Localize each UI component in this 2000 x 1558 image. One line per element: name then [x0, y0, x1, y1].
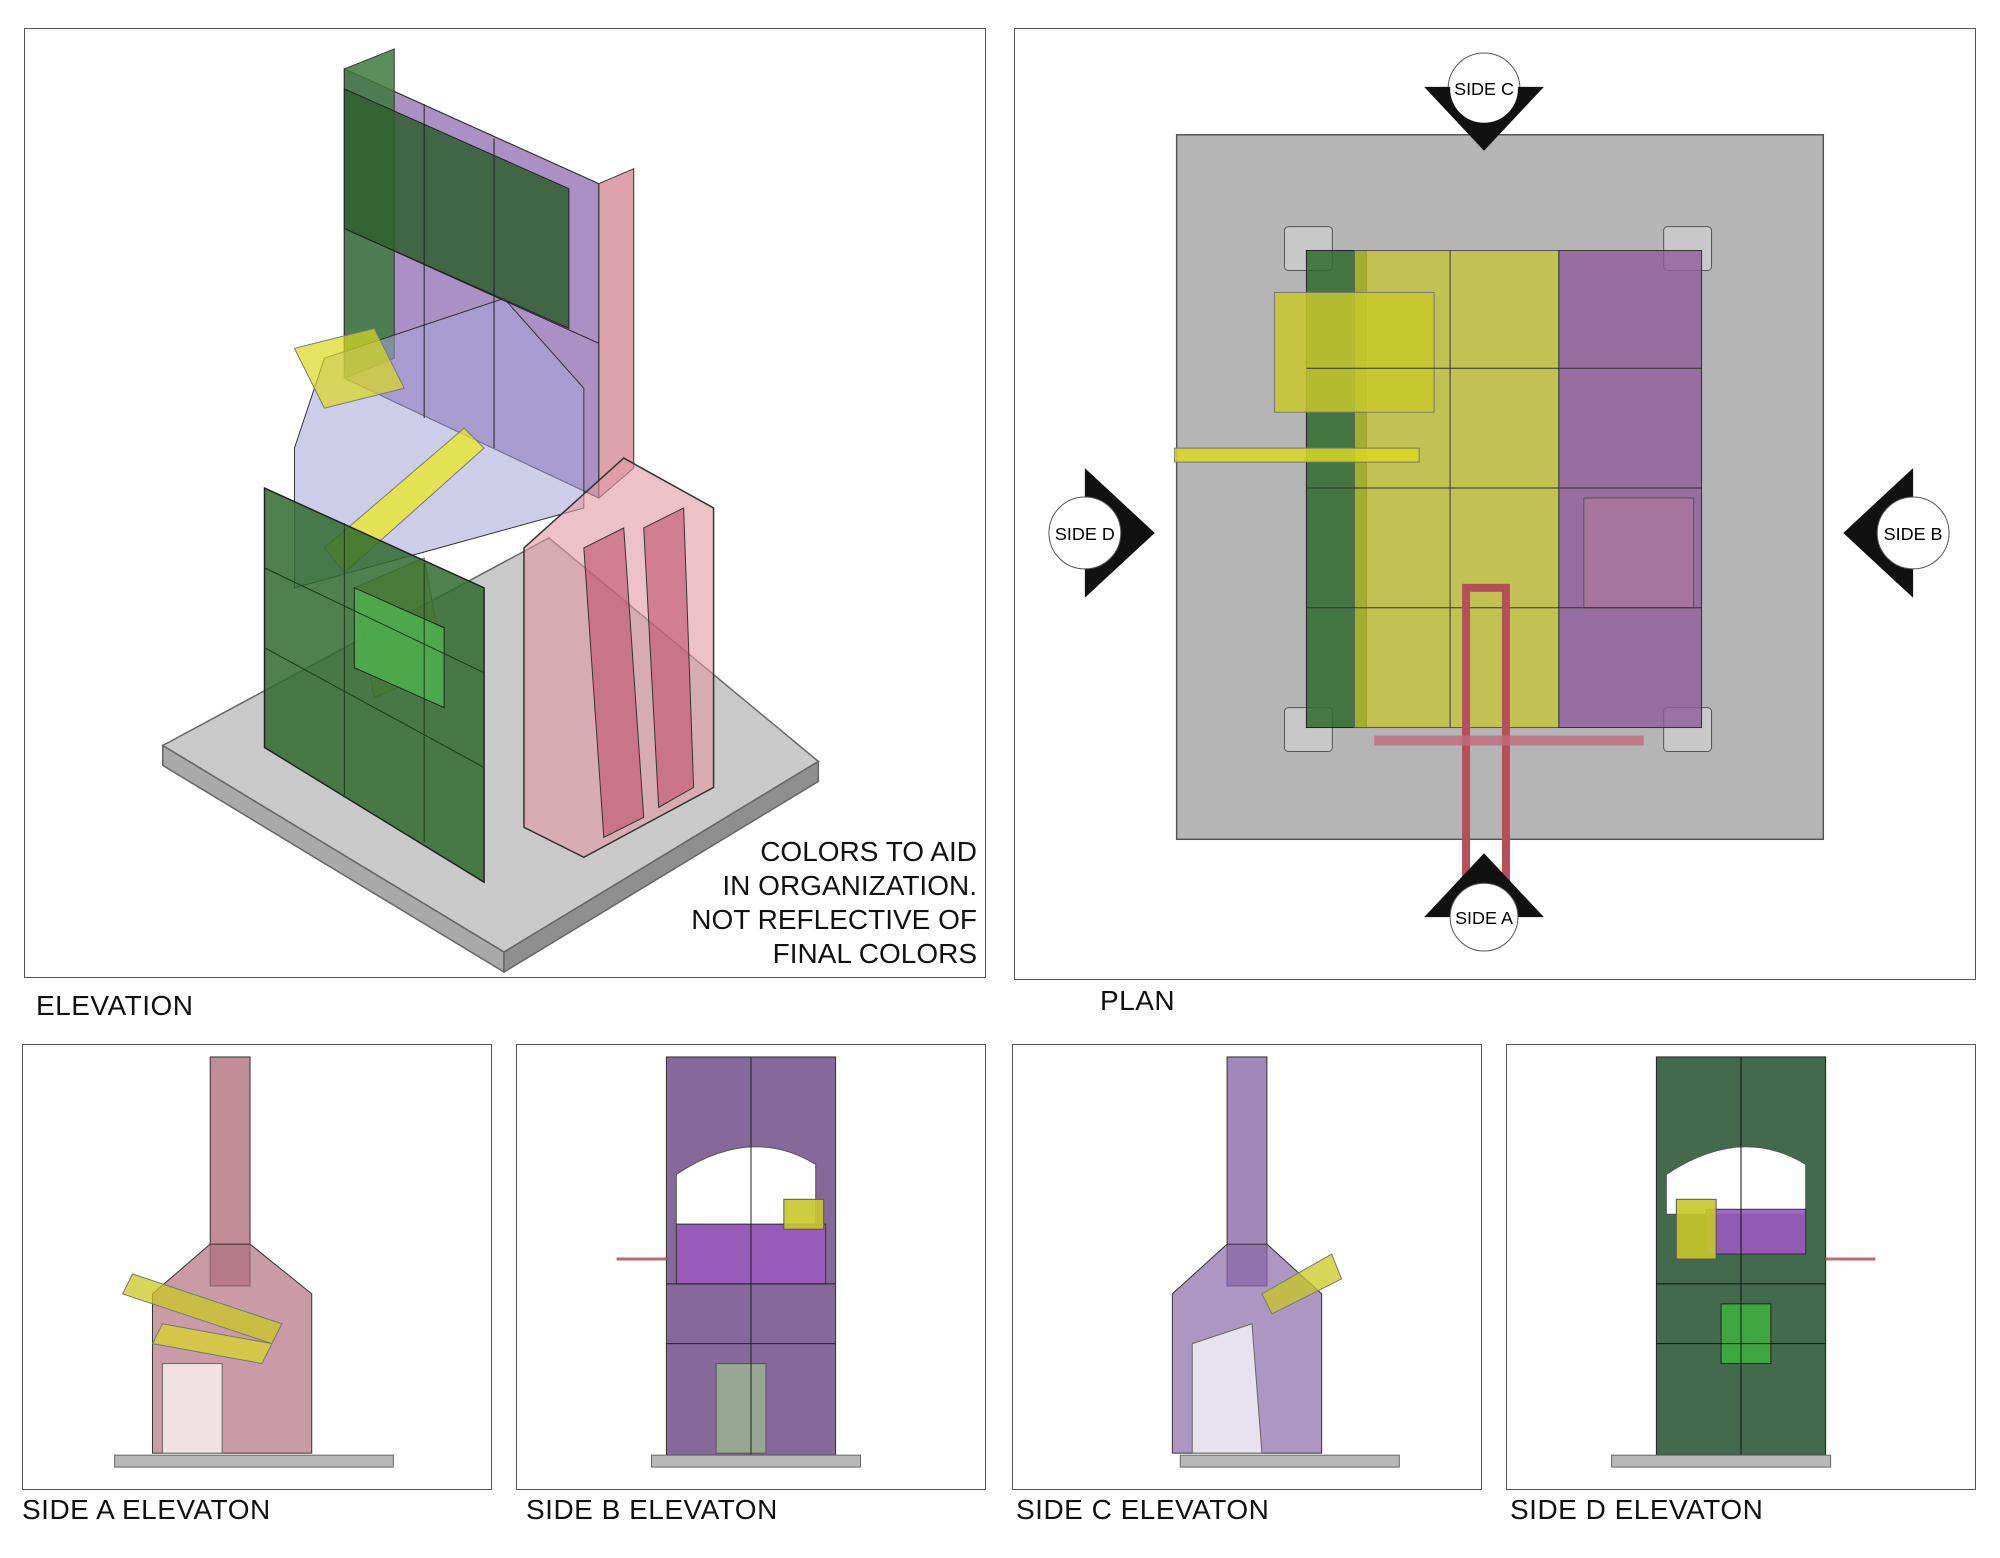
side-c-panel	[1012, 1044, 1482, 1490]
caption-plan: PLAN	[1100, 985, 1176, 1016]
svg-text:SIDE C: SIDE C	[1454, 79, 1514, 99]
caption-side-a: SIDE A ELEVATON	[22, 1494, 271, 1525]
note-line-3: NOT REFLECTIVE OF	[691, 904, 977, 935]
marker-side-d: SIDE D	[1048, 468, 1155, 598]
caption-side-c: SIDE C ELEVATON	[1016, 1494, 1270, 1525]
side-c-drawing	[1171, 1056, 1400, 1468]
side-d-drawing	[1611, 1056, 1876, 1468]
color-note: COLORS TO AID IN ORGANIZATION. NOT REFLE…	[691, 835, 977, 971]
marker-side-c: SIDE C	[1424, 52, 1544, 151]
note-line-2: IN ORGANIZATION.	[722, 870, 977, 901]
isometric-drawing	[161, 48, 820, 974]
side-d-panel	[1506, 1044, 1976, 1490]
caption-side-b: SIDE B ELEVATON	[526, 1494, 778, 1525]
side-b-panel	[516, 1044, 986, 1490]
marker-side-b: SIDE B	[1843, 468, 1950, 598]
note-line-4: FINAL COLORS	[772, 938, 977, 969]
plan-drawing: SIDE C SIDE A SIDE D SIDE B	[1048, 52, 1950, 952]
svg-text:SIDE B: SIDE B	[1884, 524, 1943, 544]
side-a-panel	[22, 1044, 492, 1490]
caption-elevation: ELEVATION	[36, 990, 194, 1021]
marker-side-a: SIDE A	[1424, 853, 1544, 952]
elevation-panel: COLORS TO AID IN ORGANIZATION. NOT REFLE…	[24, 28, 986, 978]
svg-text:SIDE D: SIDE D	[1055, 524, 1115, 544]
svg-text:SIDE A: SIDE A	[1455, 908, 1513, 928]
plan-panel: SIDE C SIDE A SIDE D SIDE B	[1014, 28, 1976, 980]
note-line-1: COLORS TO AID	[760, 836, 977, 867]
caption-side-d: SIDE D ELEVATON	[1510, 1494, 1764, 1525]
side-a-drawing	[114, 1056, 394, 1468]
side-b-drawing	[616, 1056, 862, 1468]
